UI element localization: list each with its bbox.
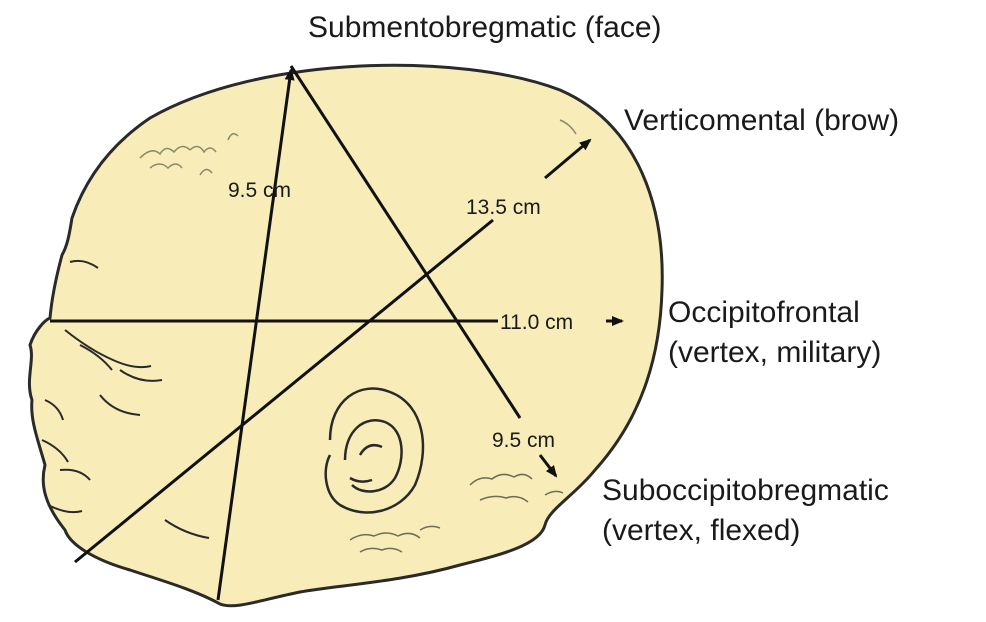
- suboccipitobregmatic-label-line2: (vertex, flexed): [602, 514, 800, 547]
- occipitofrontal-measurement: 11.0 cm: [500, 311, 573, 334]
- submentobregmatic-measurement: 9.5 cm: [228, 179, 291, 202]
- occipitofrontal-label-line2: (vertex, military): [668, 336, 881, 369]
- submentobregmatic-label: Submentobregmatic (face): [308, 11, 662, 44]
- verticomental-measurement: 13.5 cm: [466, 196, 541, 219]
- occipitofrontal-label-line1: Occipitofrontal: [668, 296, 860, 329]
- head-silhouette: [29, 65, 662, 606]
- verticomental-label: Verticomental (brow): [624, 104, 899, 137]
- suboccipitobregmatic-label-line1: Suboccipitobregmatic: [602, 474, 889, 507]
- suboccipitobregmatic-measurement: 9.5 cm: [492, 429, 555, 452]
